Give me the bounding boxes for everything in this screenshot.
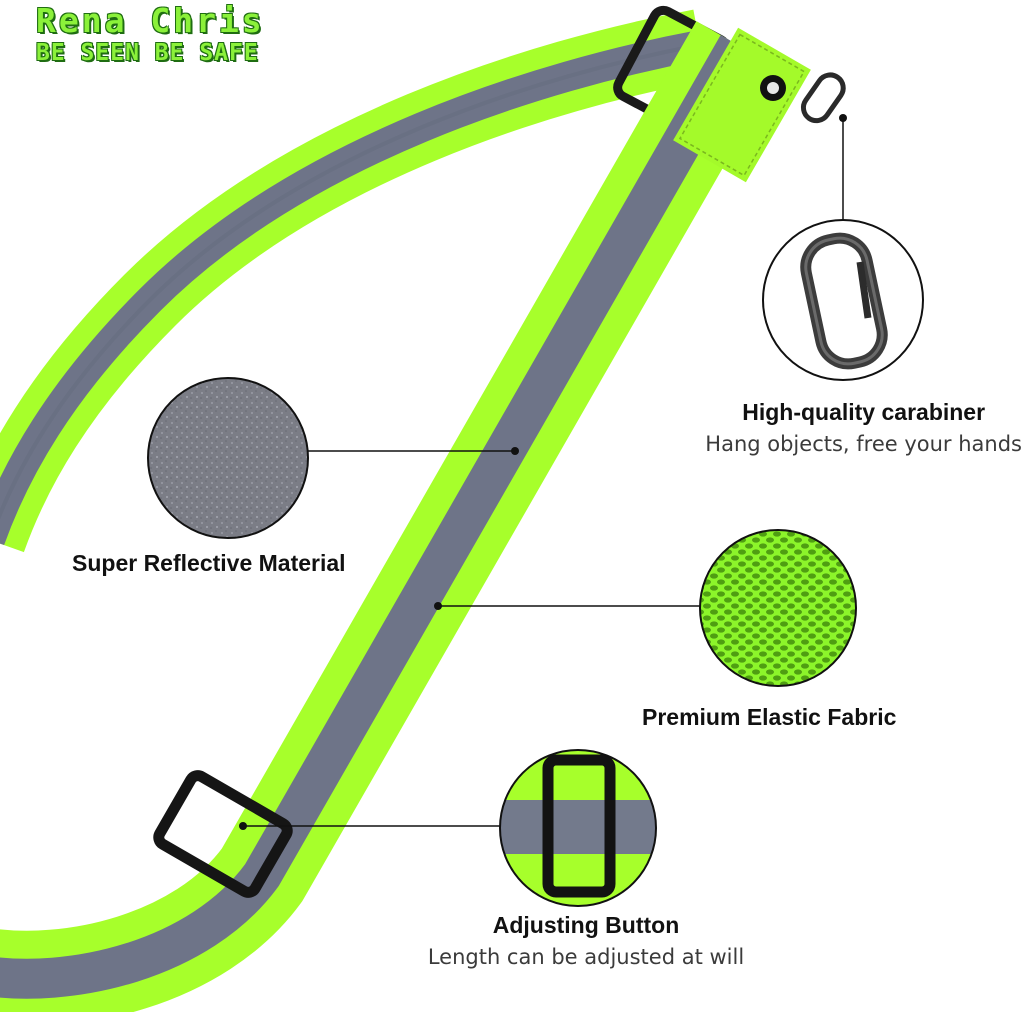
buckle-icon	[499, 749, 657, 907]
carabiner-icon	[762, 219, 924, 381]
back-strap	[0, 9, 707, 553]
strap-carabiner	[800, 72, 846, 124]
reflective-feature: Super Reflective Material	[72, 549, 346, 577]
carabiner-title: High-quality carabiner	[742, 399, 986, 425]
adjusting-subtitle: Length can be adjusted at will	[427, 945, 745, 969]
strap-adjust-buckle	[153, 770, 293, 898]
adjusting-title: Adjusting Button	[492, 912, 680, 938]
brand-name: Rena Chris	[36, 1, 265, 40]
reflective-title: Super Reflective Material	[72, 550, 346, 576]
carabiner-subtitle: Hang objects, free your hands	[705, 432, 1022, 456]
adjusting-feature: Adjusting Button Length can be adjusted …	[400, 911, 772, 971]
elastic-feature: Premium Elastic Fabric	[642, 703, 896, 731]
carabiner-feature: High-quality carabiner Hang objects, fre…	[705, 398, 1022, 458]
elastic-title: Premium Elastic Fabric	[642, 704, 897, 730]
leader-lines	[243, 118, 844, 827]
reflective-swatch-icon	[147, 377, 309, 539]
brand-tagline: BE SEEN BE SAFE	[36, 40, 259, 66]
brand-logo: Rena Chris BE SEEN BE SAFE	[36, 1, 265, 67]
fabric-swatch-icon	[699, 529, 857, 687]
